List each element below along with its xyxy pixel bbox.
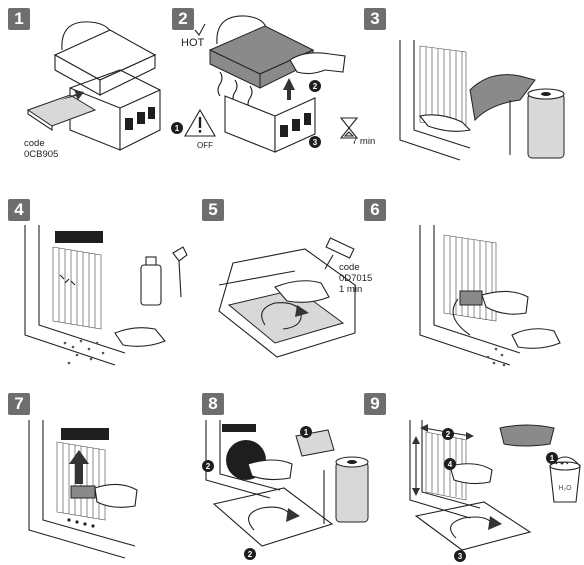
paper-towel-sheet — [470, 75, 535, 120]
marker-4-label: 4 — [448, 460, 453, 469]
gloved-hand — [420, 115, 470, 131]
water-label: H₂O — [558, 485, 572, 492]
wet-towel — [500, 425, 554, 446]
marker-1-label: 1 — [304, 428, 309, 437]
spray-drops — [64, 340, 105, 365]
grill-plate-lower — [214, 488, 332, 546]
step-5-code-label: code — [339, 262, 360, 273]
grill-machine-hot — [210, 16, 345, 152]
gloved-hand — [248, 460, 292, 480]
hourglass-icon — [341, 118, 357, 138]
detergent-bottle — [141, 257, 161, 305]
step-2-hot-label: HOT — [181, 38, 204, 49]
cleaning-brush — [71, 486, 95, 498]
gloved-hand — [450, 464, 492, 484]
cleaning-brush — [460, 291, 482, 305]
step-number-7: 7 — [8, 393, 30, 415]
step-number-3: 3 — [364, 8, 386, 30]
step-4-illustration — [5, 225, 200, 385]
step-number-6: 6 — [364, 199, 386, 221]
marker-3-label: 3 — [458, 552, 463, 561]
gloved-hand — [482, 291, 528, 314]
control-buttons — [67, 518, 94, 527]
check-icon — [195, 24, 205, 35]
step-2-illustration: 1 2 3 — [165, 0, 360, 190]
step-1-code-value: 0CB905 — [24, 149, 58, 160]
step-1-illustration — [0, 0, 170, 190]
warning-triangle — [185, 110, 215, 136]
paper-towel-roll — [324, 457, 368, 524]
marker-3-label: 3 — [313, 138, 318, 147]
step-number-4: 4 — [8, 199, 30, 221]
water-bucket — [550, 457, 580, 502]
gloved-hand — [95, 484, 137, 507]
step-number-5: 5 — [202, 199, 224, 221]
marker-2-label: 2 — [446, 430, 451, 439]
marker-2-label: 2 — [313, 82, 318, 91]
step-5-time-label: 1 min — [339, 284, 362, 295]
gloved-hand-2 — [512, 329, 560, 349]
step-5-code-value: 0D7015 — [339, 273, 372, 284]
step-number-9: 9 — [364, 393, 386, 415]
grill-machine — [55, 22, 160, 150]
grill-plate-lower — [416, 502, 530, 550]
step-5-illustration — [205, 225, 365, 385]
marker-2-upper-label: 2 — [206, 462, 211, 471]
up-arrow — [69, 450, 89, 484]
step-number-8: 8 — [202, 393, 224, 415]
step-3-illustration — [370, 30, 584, 190]
step-9-illustration: H₂O 1 2 3 4 — [400, 420, 584, 565]
step-7-illustration — [5, 420, 200, 565]
marker-1-label: 1 — [550, 454, 555, 463]
step-6-illustration — [400, 225, 584, 385]
step-8-illustration: 1 2 2 — [200, 420, 370, 565]
marker-2-lower-label: 2 — [248, 550, 253, 559]
spray-nozzle — [173, 247, 187, 297]
step-1-code-label: code — [24, 138, 45, 149]
marker-1-label: 1 — [175, 124, 180, 133]
step-2-off-label: OFF — [197, 140, 213, 151]
gloved-hand — [115, 328, 165, 347]
spray-drops — [487, 348, 506, 367]
